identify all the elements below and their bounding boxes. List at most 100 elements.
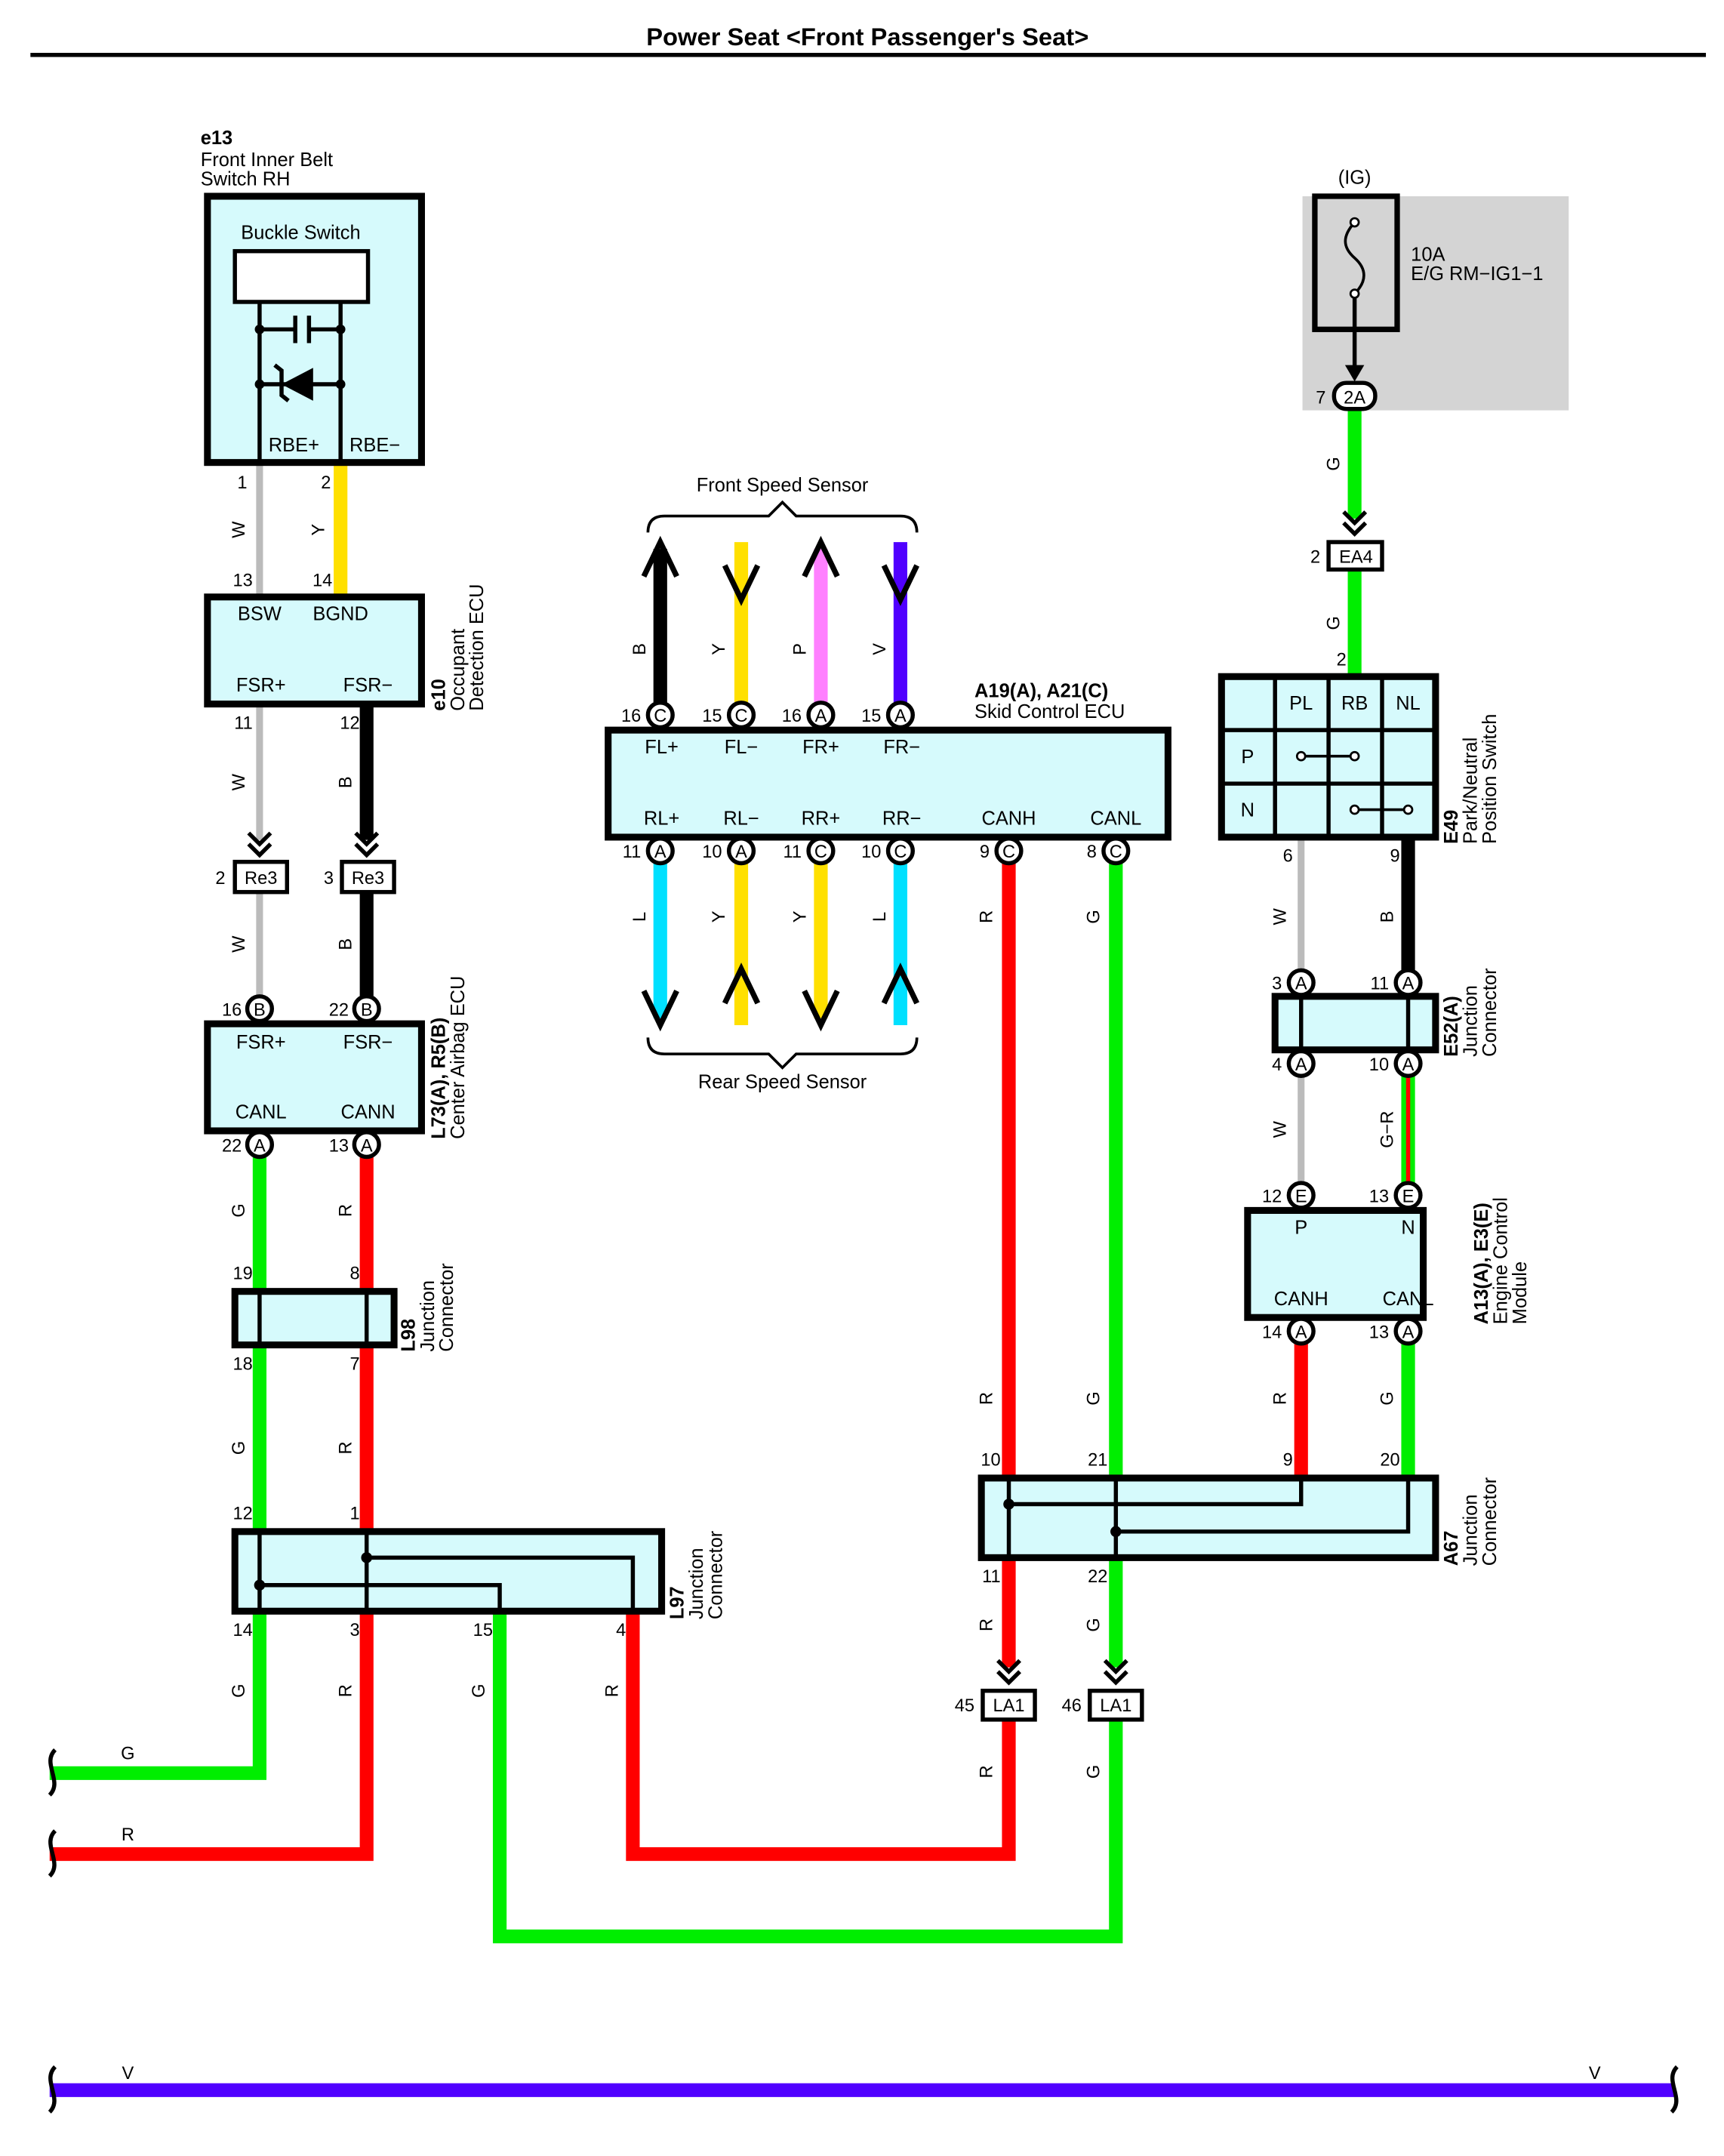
e13-code: e13 [201, 128, 232, 149]
svg-text:Junction: Junction [1460, 1495, 1481, 1566]
svg-text:Junction: Junction [686, 1548, 707, 1619]
svg-text:10: 10 [702, 842, 722, 862]
edge-label-g: G [121, 1745, 134, 1764]
svg-text:RR+: RR+ [802, 808, 841, 830]
wire-color-label: G [229, 1441, 249, 1455]
svg-text:9: 9 [1390, 847, 1399, 867]
svg-text:22: 22 [222, 1136, 242, 1156]
speed-sensors: Front Speed Sensor Rear Speed Sensor [641, 475, 919, 1093]
svg-text:CANH: CANH [1274, 1289, 1328, 1310]
svg-text:C: C [814, 842, 827, 862]
svg-text:A13(A), E3(E): A13(A), E3(E) [1471, 1203, 1492, 1324]
svg-text:Re3: Re3 [352, 869, 384, 889]
svg-text:Junction: Junction [417, 1280, 439, 1352]
svg-text:21: 21 [1088, 1451, 1107, 1471]
svg-text:A: A [1295, 975, 1307, 994]
wire-color-label: B [337, 776, 356, 788]
wire-color-label: W [229, 935, 249, 953]
svg-text:E/G RM−IG1−1: E/G RM−IG1−1 [1411, 263, 1543, 285]
svg-text:L73(A), R5(B): L73(A), R5(B) [428, 1018, 449, 1139]
svg-text:2: 2 [215, 869, 225, 889]
svg-text:A: A [815, 707, 827, 726]
svg-text:CANL: CANL [236, 1102, 287, 1123]
rear-speed-sensor-label: Rear Speed Sensor [698, 1072, 867, 1093]
svg-text:14: 14 [1262, 1323, 1282, 1343]
wire-color-label: Y [710, 910, 729, 922]
wire-color-label: G [1085, 1765, 1104, 1779]
wire-color-label: P [790, 643, 810, 655]
svg-text:Center Airbag ECU: Center Airbag ECU [448, 976, 469, 1139]
svg-text:RL−: RL− [723, 808, 759, 830]
svg-text:A: A [361, 1136, 373, 1156]
svg-text:CANL: CANL [1383, 1289, 1434, 1310]
svg-text:Connector: Connector [706, 1530, 727, 1619]
svg-text:A: A [1402, 1055, 1415, 1075]
svg-text:A: A [654, 842, 667, 862]
wire-r-l97-4 [626, 1611, 1016, 1862]
svg-text:FSR+: FSR+ [236, 675, 286, 696]
svg-text:Connector: Connector [1479, 1477, 1501, 1566]
e10-ecu: BSW BGND FSR+ FSR− 13 14 11 12 e10 Occup… [204, 571, 488, 733]
svg-text:22: 22 [329, 1000, 349, 1020]
svg-text:8: 8 [349, 1264, 359, 1283]
svg-text:9: 9 [980, 842, 990, 862]
svg-text:Position Switch: Position Switch [1479, 714, 1501, 845]
svg-text:11: 11 [783, 842, 802, 862]
wire-color-label: Y [710, 643, 729, 655]
wires [49, 408, 1675, 2097]
wire-color-label: B [1378, 911, 1398, 923]
svg-text:Engine Control: Engine Control [1490, 1197, 1511, 1324]
svg-text:E52(A): E52(A) [1441, 996, 1462, 1057]
svg-text:C: C [734, 707, 747, 726]
svg-text:Junction: Junction [1460, 985, 1481, 1057]
wire-color-label: W [229, 521, 249, 538]
svg-text:11: 11 [623, 842, 642, 862]
wire-color-label: Y [790, 910, 810, 922]
wire-color-label: G [1325, 457, 1344, 470]
wire-color-label: R [337, 1684, 356, 1697]
svg-text:3: 3 [349, 1621, 359, 1640]
svg-text:FSR−: FSR− [343, 1032, 393, 1053]
wire-color-label: G [1378, 1391, 1398, 1405]
svg-text:9: 9 [1283, 1451, 1293, 1471]
fuse-block: 2A 7 (IG) 10A E/G RM−IG1−1 [1302, 168, 1569, 411]
l97-junction: 12 1 14 3 15 4 L97 Junction Connector [231, 1504, 727, 1640]
svg-text:C: C [1110, 842, 1122, 862]
wire-color-label: R [977, 1392, 997, 1405]
svg-text:C: C [894, 842, 907, 862]
svg-text:2A: 2A [1344, 388, 1365, 408]
svg-text:A: A [894, 707, 907, 726]
svg-text:B: B [254, 1000, 266, 1020]
wire-color-label: R [977, 1619, 997, 1631]
svg-text:RR−: RR− [882, 808, 922, 830]
svg-text:3: 3 [1272, 975, 1282, 994]
svg-text:NL: NL [1396, 693, 1421, 714]
svg-text:BGND: BGND [312, 604, 368, 625]
wire-color-label: G [469, 1684, 489, 1698]
svg-text:RB: RB [1341, 693, 1368, 714]
svg-text:LA1: LA1 [1100, 1696, 1131, 1716]
svg-text:FL−: FL− [725, 737, 759, 758]
edge-label-v-right: V [1589, 2064, 1601, 2084]
re3-connectors: Re3 Re3 2 3 [215, 831, 396, 895]
svg-text:13: 13 [1369, 1187, 1389, 1207]
svg-text:FSR+: FSR+ [236, 1032, 286, 1053]
wire-g-l97-15 [492, 1611, 1123, 1944]
svg-text:P: P [1295, 1217, 1307, 1238]
svg-text:A: A [1295, 1323, 1307, 1343]
svg-text:45: 45 [955, 1696, 974, 1716]
wire-color-label: G [229, 1684, 249, 1698]
svg-text:Park/Neutral: Park/Neutral [1460, 738, 1481, 844]
svg-text:L97: L97 [667, 1586, 688, 1619]
svg-text:E: E [1402, 1187, 1415, 1207]
svg-text:46: 46 [1062, 1696, 1082, 1716]
ea4-connector: EA4 2 [1310, 510, 1384, 572]
svg-text:FL+: FL+ [645, 737, 679, 758]
svg-text:E: E [1295, 1187, 1307, 1207]
wire-color-label: R [977, 1765, 997, 1778]
wire-r-l97-3 [49, 1611, 374, 1862]
svg-text:N: N [1401, 1217, 1415, 1238]
svg-text:22: 22 [1088, 1567, 1107, 1587]
wire-color-label: V [870, 643, 890, 655]
